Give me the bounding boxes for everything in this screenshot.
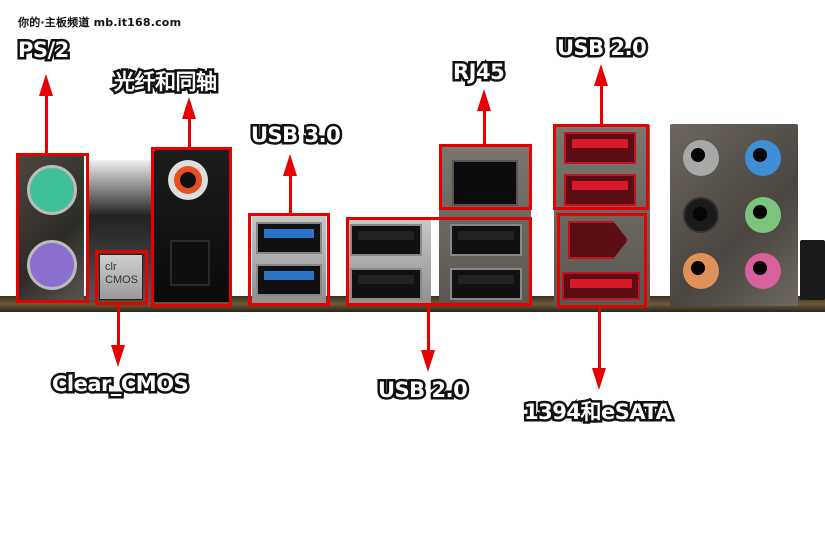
usb2-port-1 xyxy=(350,224,422,256)
label-ps2: PS/2 xyxy=(16,36,72,65)
ps2-mouse-port xyxy=(27,240,77,290)
highlight-usb2-top xyxy=(553,124,649,210)
arrow-ps2-head xyxy=(39,74,53,96)
arrow-rj45-head xyxy=(477,89,491,111)
clear-cmos-button: clr CMOS xyxy=(99,254,143,300)
label-1394-esata-text: 1394和eSATA xyxy=(521,398,674,427)
label-usb2-top-text: USB 2.0 xyxy=(554,34,649,63)
highlight-rj45 xyxy=(439,144,532,210)
label-clear-cmos-text: Clear_CMOS xyxy=(49,370,191,399)
arrow-usb3-head xyxy=(283,154,297,176)
highlight-usb3 xyxy=(248,213,330,306)
watermark: 你的·主板频道 mb.it168.com xyxy=(18,16,182,29)
label-rj45-text: RJ45 xyxy=(450,58,507,87)
red-usb-port-top xyxy=(564,132,636,164)
arrow-usb3-line xyxy=(289,170,292,213)
arrow-clear-cmos-line xyxy=(117,305,120,351)
ps2-keyboard-port xyxy=(27,165,77,215)
clr-text: clr xyxy=(105,261,117,273)
label-rj45: RJ45 xyxy=(450,58,507,87)
label-1394-esata: 1394和eSATA xyxy=(521,396,674,427)
highlight-usb2-bottom xyxy=(346,217,532,306)
label-usb3-text: USB 3.0 xyxy=(248,121,343,150)
audio-jack-gray xyxy=(683,140,719,176)
usb2-port-2 xyxy=(350,268,422,300)
arrow-usb2-top-head xyxy=(594,64,608,86)
highlight-ps2 xyxy=(16,153,89,303)
label-coax-optical-text: 光纤和同轴 xyxy=(112,68,220,97)
background-heatsink xyxy=(800,240,825,300)
arrow-rj45-line xyxy=(483,105,486,144)
audio-jack-black xyxy=(683,197,719,233)
label-usb2-top: USB 2.0 xyxy=(554,34,649,63)
label-usb2-bottom: USB 2.0 xyxy=(375,376,470,405)
audio-jack-pink xyxy=(745,253,781,289)
highlight-clear-cmos xyxy=(95,250,148,305)
arrow-1394-esata-line xyxy=(598,308,601,372)
arrow-clear-cmos-head xyxy=(111,345,125,367)
coaxial-port xyxy=(168,160,208,200)
esata-port xyxy=(562,272,640,300)
red-usb-port-bottom xyxy=(564,174,636,206)
usb2-port-3 xyxy=(450,224,522,256)
audio-jack-orange xyxy=(683,253,719,289)
cmos-text: CMOS xyxy=(105,274,138,286)
label-usb2-bottom-text: USB 2.0 xyxy=(375,376,470,405)
usb2-port-4 xyxy=(450,268,522,300)
arrow-ps2-line xyxy=(45,90,48,153)
audio-jack-green xyxy=(745,197,781,233)
highlight-coax-optical xyxy=(151,147,232,307)
highlight-1394-esata xyxy=(557,213,647,308)
arrow-usb2-top-line xyxy=(600,80,603,124)
arrow-coax-line xyxy=(188,113,191,147)
label-usb3: USB 3.0 xyxy=(248,121,343,150)
arrow-coax-head xyxy=(182,97,196,119)
rj45-port xyxy=(452,160,518,206)
usb3-port-bottom xyxy=(256,264,322,296)
label-coax-optical: 光纤和同轴 xyxy=(112,66,220,97)
usb3-port-top xyxy=(256,222,322,254)
audio-jack-blue xyxy=(745,140,781,176)
label-ps2-text: PS/2 xyxy=(16,36,72,65)
arrow-usb2-bottom-head xyxy=(421,350,435,372)
label-clear-cmos: Clear_CMOS xyxy=(49,370,191,399)
arrow-1394-esata-head xyxy=(592,368,606,390)
optical-port xyxy=(170,240,210,286)
arrow-usb2-bottom-line xyxy=(427,306,430,354)
